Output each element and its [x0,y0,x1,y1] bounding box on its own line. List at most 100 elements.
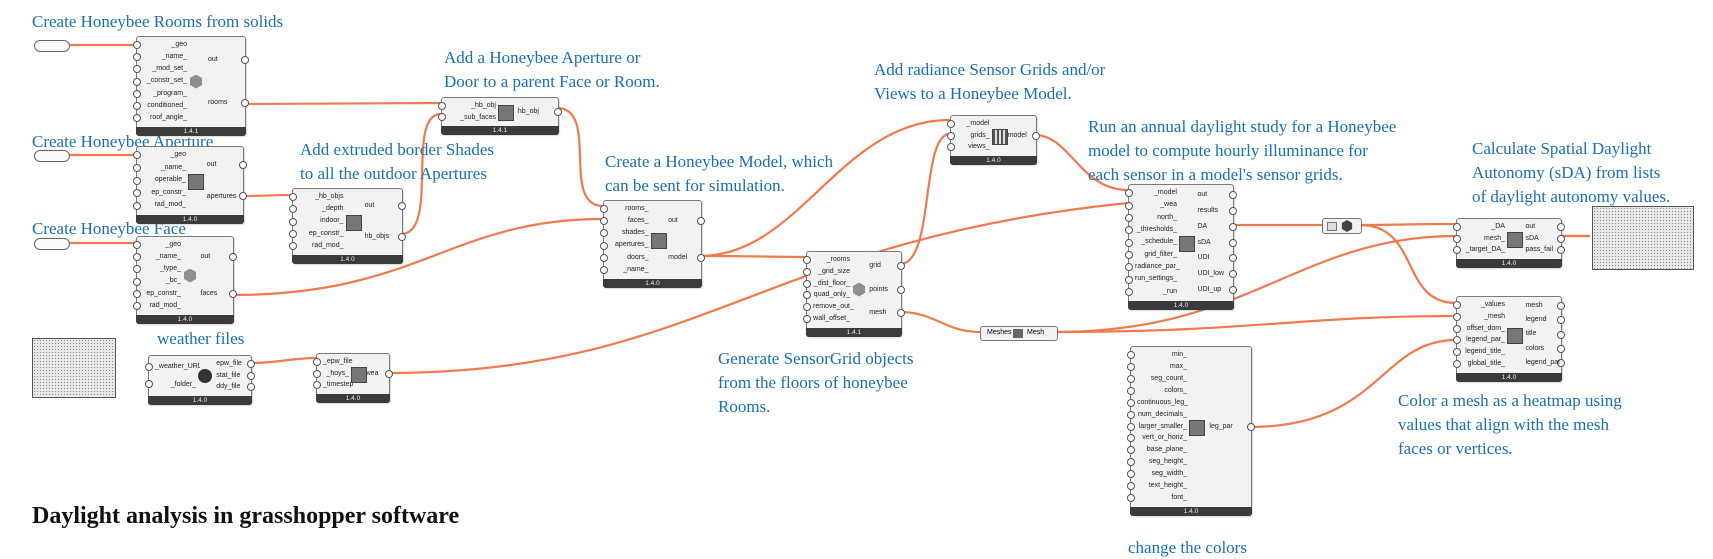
input-param[interactable]: max_ [1169,362,1187,370]
output-param[interactable]: UDI [1197,254,1210,262]
hb-aperture-component[interactable]: _geo_name_operable_ep_constr_rad_mod_out… [133,146,247,224]
input-param[interactable]: ep_constr_ [308,229,344,237]
input-param[interactable]: base_plane_ [1146,446,1187,454]
input-param[interactable]: apertures_ [615,241,649,249]
geometry-param-face[interactable] [34,238,70,250]
input-param[interactable]: shades_ [622,229,649,237]
input-port[interactable] [1453,246,1461,255]
input-port[interactable] [1125,201,1133,210]
input-param[interactable]: _sub_faces [460,113,496,121]
input-param[interactable]: _geo [170,151,186,158]
output-param[interactable]: pass_fail [1525,246,1554,254]
input-param[interactable]: _constr_set_ [146,77,187,85]
output-param[interactable]: epw_file [216,360,242,367]
hb-room-from-solid-component[interactable]: _geo_name__mod_set__constr_set__program_… [133,36,249,136]
input-param[interactable]: min_ [1171,351,1187,358]
input-param[interactable]: continuous_leg_ [1137,398,1188,406]
output-param[interactable]: out [200,253,211,260]
input-port[interactable] [1125,226,1133,235]
input-port[interactable] [1127,386,1135,395]
output-param[interactable]: title [1525,330,1537,338]
input-param[interactable]: quad_only_ [813,291,850,299]
output-port[interactable] [247,371,255,380]
input-port[interactable] [1127,410,1135,419]
input-param[interactable]: offset_dom_ [1466,324,1505,332]
output-param[interactable]: mesh [869,309,887,317]
input-param[interactable]: rad_mod_ [154,201,186,209]
input-port[interactable] [133,201,141,210]
output-param[interactable]: rooms [207,98,228,106]
input-port[interactable] [1453,348,1461,357]
input-param[interactable]: _dist_floor_ [813,279,850,287]
input-param[interactable]: mesh_ [1483,234,1505,242]
input-port[interactable] [133,151,141,160]
input-port[interactable] [947,119,955,128]
output-param[interactable]: points [869,285,888,293]
input-param[interactable]: colors_ [1164,386,1187,394]
input-param[interactable]: _name_ [155,253,181,261]
input-port[interactable] [133,163,141,172]
input-param[interactable]: _depth [322,205,344,213]
input-port[interactable] [289,217,297,226]
output-port[interactable] [1557,234,1565,243]
input-param[interactable]: _epw_file [323,358,353,365]
input-port[interactable] [1125,213,1133,222]
input-port[interactable] [803,267,811,276]
output-port[interactable] [241,56,249,65]
mesh-join-component[interactable]: Meshes Mesh [980,326,1058,341]
input-param[interactable]: grid_filter_ [1144,250,1177,258]
output-port[interactable] [398,232,406,241]
input-param[interactable]: legend_par_ [1466,336,1505,344]
output-port[interactable] [1229,270,1237,279]
input-port[interactable] [600,205,608,214]
output-port[interactable] [239,160,247,169]
input-param[interactable]: _mesh [1483,312,1505,320]
input-param[interactable]: _rooms [826,256,850,263]
output-port[interactable] [385,369,393,378]
output-port[interactable] [1557,302,1565,311]
input-port[interactable] [600,229,608,238]
input-param[interactable]: global_title_ [1467,360,1505,368]
output-port[interactable] [229,289,237,298]
output-port[interactable] [1557,316,1565,325]
input-port[interactable] [1453,222,1461,231]
input-port[interactable] [803,291,811,300]
input-port[interactable] [289,241,297,250]
input-param[interactable]: wall_offset_ [813,315,850,323]
input-param[interactable]: north_ [1157,213,1177,221]
input-param[interactable]: _hb_obj [471,102,496,109]
output-param[interactable]: stat_file [216,371,241,379]
input-port[interactable] [133,41,141,50]
input-param[interactable]: rooms_ [625,205,649,212]
output-port[interactable] [1229,190,1237,199]
input-port[interactable] [133,65,141,74]
output-port[interactable] [1229,286,1237,295]
output-port[interactable] [1229,206,1237,215]
output-param[interactable]: mesh [1525,302,1543,309]
input-param[interactable]: seg_width_ [1151,470,1187,478]
input-param[interactable]: _geo [165,241,181,248]
input-port[interactable] [1127,482,1135,491]
output-param[interactable]: UDI_low [1197,270,1224,278]
output-port[interactable] [897,285,905,294]
output-port[interactable] [1032,131,1040,140]
output-param[interactable]: out [207,56,218,63]
input-param[interactable]: text_height_ [1148,482,1187,490]
input-param[interactable]: run_settings_ [1135,275,1178,283]
output-param[interactable]: DA [1197,222,1208,230]
input-port[interactable] [1125,250,1133,259]
input-param[interactable]: ep_constr_ [146,289,181,297]
input-port[interactable] [1127,458,1135,467]
output-port[interactable] [1229,254,1237,263]
output-port[interactable] [1557,330,1565,339]
input-port[interactable] [133,253,141,262]
output-param[interactable]: grid [869,262,881,269]
input-port[interactable] [947,143,955,152]
input-port[interactable] [1125,263,1133,272]
input-port[interactable] [133,289,141,298]
